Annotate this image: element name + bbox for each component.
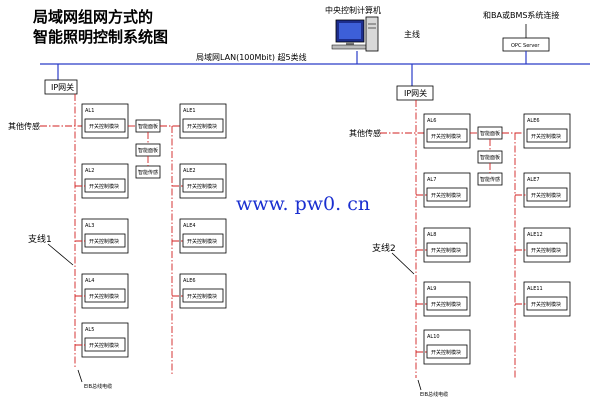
branch-2-label: 支线2 bbox=[372, 242, 396, 254]
left-ale-box: ALE1 开关控制模块 bbox=[179, 103, 227, 139]
left-al-box: AL4 开关控制模块 bbox=[81, 273, 129, 309]
svg-text:开关控制模块: 开关控制模块 bbox=[187, 238, 217, 245]
left-ale-box: ALE6 开关控制模块 bbox=[179, 273, 227, 309]
left-al-box: AL5 开关控制模块 bbox=[81, 322, 129, 358]
computer-icon bbox=[331, 16, 379, 52]
svg-text:智能面板: 智能面板 bbox=[480, 130, 500, 137]
svg-text:AL1: AL1 bbox=[85, 108, 94, 114]
svg-text:开关控制模块: 开关控制模块 bbox=[89, 293, 119, 300]
svg-text:AL9: AL9 bbox=[427, 286, 436, 292]
svg-text:开关控制模块: 开关控制模块 bbox=[431, 349, 461, 356]
branch-1-label: 支线1 bbox=[28, 233, 52, 245]
svg-text:AL10: AL10 bbox=[427, 334, 440, 340]
right-ip-gateway-label: IP网关 bbox=[404, 88, 427, 98]
right-eib-cable-label: EIB总线电缆 bbox=[420, 391, 448, 398]
svg-text:智能面板: 智能面板 bbox=[480, 154, 500, 161]
left-ale-box: ALE2 开关控制模块 bbox=[179, 163, 227, 199]
svg-text:AL3: AL3 bbox=[85, 223, 94, 229]
right-al-box: AL7 开关控制模块 bbox=[423, 172, 471, 208]
svg-text:智能传感: 智能传感 bbox=[480, 176, 500, 183]
left-external-sensor-label: 其他传感 bbox=[8, 121, 40, 131]
svg-text:ALE4: ALE4 bbox=[183, 223, 196, 229]
svg-text:智能传感: 智能传感 bbox=[138, 169, 158, 176]
main-line-label: 主线 bbox=[404, 29, 420, 39]
svg-text:ALE6: ALE6 bbox=[527, 118, 540, 124]
right-ale-box: ALE11 开关控制模块 bbox=[523, 281, 571, 317]
left-eib-cable-label: EIB总线电缆 bbox=[84, 383, 112, 390]
svg-text:ALE2: ALE2 bbox=[183, 168, 196, 174]
opc-server-label: OPC Server bbox=[511, 43, 540, 49]
left-al-box: AL3 开关控制模块 bbox=[81, 218, 129, 254]
svg-text:ALE7: ALE7 bbox=[527, 177, 540, 183]
svg-text:开关控制模块: 开关控制模块 bbox=[187, 123, 217, 130]
right-ale-box: ALE12 开关控制模块 bbox=[523, 227, 571, 263]
svg-text:AL4: AL4 bbox=[85, 278, 94, 284]
right-al-box: AL9 开关控制模块 bbox=[423, 281, 471, 317]
right-external-sensor-label: 其他传感 bbox=[349, 128, 381, 138]
bms-label: 和BA或BMS系统连接 bbox=[483, 10, 559, 20]
svg-text:AL8: AL8 bbox=[427, 232, 436, 238]
right-ale-box: ALE6 开关控制模块 bbox=[523, 113, 571, 149]
computer-label: 中央控制计算机 bbox=[325, 5, 381, 15]
svg-text:开关控制模块: 开关控制模块 bbox=[187, 183, 217, 190]
svg-text:开关控制模块: 开关控制模块 bbox=[89, 123, 119, 130]
svg-text:ALE6: ALE6 bbox=[183, 278, 196, 284]
right-al-box: AL6 开关控制模块 bbox=[423, 113, 471, 149]
title-line-2: 智能照明控制系统图 bbox=[33, 28, 168, 46]
left-al-box: AL2 开关控制模块 bbox=[81, 163, 129, 199]
title-line-1: 局域网组网方式的 bbox=[32, 8, 153, 26]
svg-text:开关控制模块: 开关控制模块 bbox=[531, 247, 561, 254]
svg-text:开关控制模块: 开关控制模块 bbox=[89, 342, 119, 349]
svg-text:AL6: AL6 bbox=[427, 118, 436, 124]
lan-label: 局域网LAN(100Mbit) 超5类线 bbox=[196, 52, 307, 62]
svg-text:ALE1: ALE1 bbox=[183, 108, 196, 114]
svg-text:开关控制模块: 开关控制模块 bbox=[431, 133, 461, 140]
svg-text:开关控制模块: 开关控制模块 bbox=[89, 238, 119, 245]
svg-text:开关控制模块: 开关控制模块 bbox=[531, 133, 561, 140]
svg-text:开关控制模块: 开关控制模块 bbox=[431, 247, 461, 254]
svg-text:开关控制模块: 开关控制模块 bbox=[187, 293, 217, 300]
svg-text:AL2: AL2 bbox=[85, 168, 94, 174]
left-ip-gateway bbox=[44, 79, 78, 95]
svg-text:AL7: AL7 bbox=[427, 177, 436, 183]
left-ale-box: ALE4 开关控制模块 bbox=[179, 218, 227, 254]
svg-text:ALE12: ALE12 bbox=[527, 232, 543, 238]
svg-text:开关控制模块: 开关控制模块 bbox=[431, 301, 461, 308]
watermark-text: www. pw0. cn bbox=[236, 193, 370, 215]
svg-text:ALE11: ALE11 bbox=[527, 286, 543, 292]
svg-text:智能面板: 智能面板 bbox=[138, 123, 158, 130]
right-al-box: AL8 开关控制模块 bbox=[423, 227, 471, 263]
left-ip-gateway-label: IP网关 bbox=[51, 82, 74, 92]
svg-text:开关控制模块: 开关控制模块 bbox=[431, 192, 461, 199]
svg-text:开关控制模块: 开关控制模块 bbox=[89, 183, 119, 190]
svg-text:智能面板: 智能面板 bbox=[138, 147, 158, 154]
right-ip-gateway bbox=[396, 85, 434, 101]
right-ale-box: ALE7 开关控制模块 bbox=[523, 172, 571, 208]
svg-text:开关控制模块: 开关控制模块 bbox=[531, 301, 561, 308]
right-al-box: AL10 开关控制模块 bbox=[423, 329, 471, 365]
svg-text:AL5: AL5 bbox=[85, 327, 94, 333]
svg-text:开关控制模块: 开关控制模块 bbox=[531, 192, 561, 199]
left-al-box: AL1 开关控制模块 bbox=[81, 103, 129, 139]
